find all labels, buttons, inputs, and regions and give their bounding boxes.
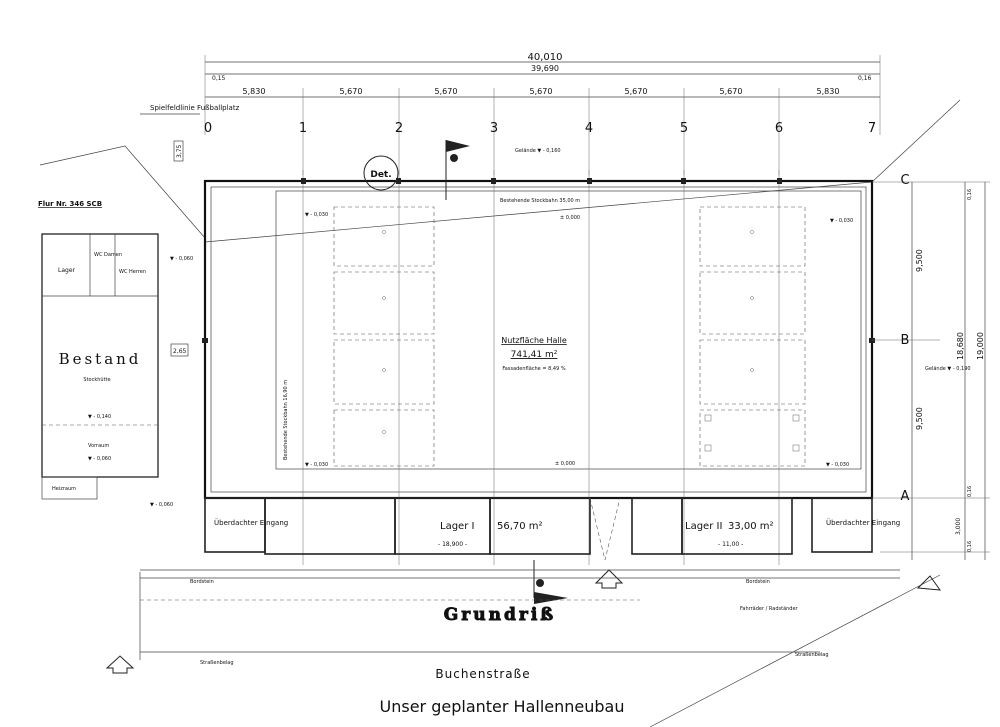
bestand-vorraum: Vorraum — [88, 443, 109, 449]
entry-arrow-right — [916, 575, 942, 591]
gelaende-top: Gelände ▼ - 0,160 — [515, 148, 561, 154]
bestand-lager: Lager — [58, 267, 76, 274]
dim-right-3: 3,000 — [955, 518, 962, 535]
bordstein-left: Bordstein — [190, 579, 214, 585]
fahrradstaender: Fahrräder / Radständer — [740, 606, 799, 612]
top-dimension-lines — [204, 55, 881, 175]
detail-label: Det. — [370, 170, 391, 180]
lager2-area: 33,00 m² — [728, 521, 774, 532]
dim-right-total1: 18,680 — [956, 332, 965, 360]
spielfeld-label: Spielfeldlinie Fußballplatz — [150, 104, 240, 112]
street-name: Buchenstraße — [435, 667, 530, 681]
dim-right-small3: 0,16 — [967, 541, 973, 552]
bordstein-right: Bordstein — [746, 579, 770, 585]
bestand-elev2: ▼ - 0,060 — [88, 456, 111, 462]
grundriss-title: Grundriß — [444, 605, 556, 625]
dim-span-2: 5,670 — [340, 87, 363, 96]
ueberdacht-left: Überdachter Eingang — [214, 518, 288, 527]
elev-b: ▼ - 0,030 — [305, 462, 328, 468]
street — [139, 569, 900, 660]
columns — [202, 178, 875, 343]
dim-edge-right: 0,16 — [858, 75, 872, 82]
elev-a: ▼ - 0,030 — [305, 212, 328, 218]
axis-7: 7 — [868, 121, 876, 136]
entry-arrow-center — [594, 569, 624, 589]
axis-4: 4 — [585, 121, 593, 136]
axis-a: A — [901, 489, 910, 504]
dim-right-2: 9,500 — [915, 407, 924, 430]
gelaende-right: Gelände ▼ - 0,190 — [925, 366, 971, 372]
axis-c: C — [900, 173, 909, 188]
bestand-title: Bestand — [59, 350, 142, 368]
elev-d: ▼ - 0,030 — [826, 462, 849, 468]
property-boundary — [39, 99, 961, 727]
dim-span-7: 5,830 — [817, 87, 840, 96]
bestand-wc-damen: WC Damen — [94, 252, 122, 258]
bestand-stockhuette: Stockhütte — [83, 377, 110, 383]
stock-rink — [275, 190, 862, 470]
dim-18900: - 18,900 - — [438, 541, 467, 548]
dim-span-6: 5,670 — [720, 87, 743, 96]
dim-span-5: 5,670 — [625, 87, 648, 96]
elev-e: ▼ - 0,060 — [170, 256, 193, 262]
dim-right-small1: 0,16 — [967, 189, 973, 200]
lager1-area: 56,70 m² — [497, 521, 543, 532]
dim-inner: 39,690 — [531, 64, 559, 73]
axis-1: 1 — [299, 121, 307, 136]
south-annex — [204, 497, 873, 561]
section-flag-bottom — [533, 560, 568, 604]
lanes-left — [333, 206, 435, 467]
dim-span-1: 5,830 — [243, 87, 266, 96]
detail-circle — [363, 155, 399, 191]
connector-dim: 2,65 — [173, 348, 187, 355]
section-flag-top — [445, 140, 470, 200]
strassenbelag-left: Straßenbelag — [200, 660, 234, 666]
hall-inner-wall — [210, 186, 867, 493]
axis-0: 0 — [204, 121, 212, 136]
entry-arrow-left — [105, 655, 135, 674]
lanes-right — [699, 206, 806, 467]
stockbahn-top: Bestehende Stockbahn 35,00 m — [500, 198, 580, 204]
caption: Unser geplanter Hallenneubau — [380, 697, 625, 716]
axis-b: B — [901, 333, 910, 348]
elev-zero-2: ± 0,000 — [555, 461, 575, 467]
axis-5: 5 — [680, 121, 688, 136]
nutzflaeche-title: Nutzfläche Halle — [501, 336, 567, 345]
dim-right-total2: 19,000 — [976, 332, 985, 360]
ueberdacht-right: Überdachter Eingang — [826, 518, 900, 527]
bestand-building — [41, 233, 159, 500]
dim-span-4: 5,670 — [530, 87, 553, 96]
axis-6: 6 — [775, 121, 783, 136]
dim-right-small2: 0,16 — [967, 486, 973, 497]
axis-3: 3 — [490, 121, 498, 136]
elev-c: ▼ - 0,030 — [830, 218, 853, 224]
strassenbelag-right: Straßenbelag — [795, 652, 829, 658]
dim-edge-left: 0,15 — [212, 75, 226, 82]
stockbahn-left: Bestehende Stockbahn 16,90 m — [283, 380, 289, 460]
axis-grid — [302, 170, 780, 565]
flur-label: Flur Nr. 346 SCB — [38, 200, 102, 208]
right-dimension-lines — [872, 181, 990, 560]
nutzflaeche-value: 741,41 m² — [511, 350, 558, 360]
bestand-elev1: ▼ - 0,140 — [88, 414, 111, 420]
fassade-label: Fassadenfläche = 8,49 % — [502, 366, 565, 372]
dim-1100: - 11,00 - — [718, 541, 743, 548]
dim-total: 40,010 — [528, 52, 563, 63]
dim-span-3: 5,670 — [435, 87, 458, 96]
bestand-heizraum: Heizraum — [52, 486, 76, 492]
lager2-label: Lager II — [685, 521, 722, 532]
elev-zero-1: ± 0,000 — [560, 215, 580, 221]
dim-right-1: 9,500 — [915, 249, 924, 272]
axis-2: 2 — [395, 121, 403, 136]
left-marker: 3,75 — [176, 144, 183, 158]
lager1-label: Lager I — [440, 521, 474, 532]
elev-f: ▼ - 0,060 — [150, 502, 173, 508]
bestand-wc-herren: WC Herren — [119, 269, 146, 275]
